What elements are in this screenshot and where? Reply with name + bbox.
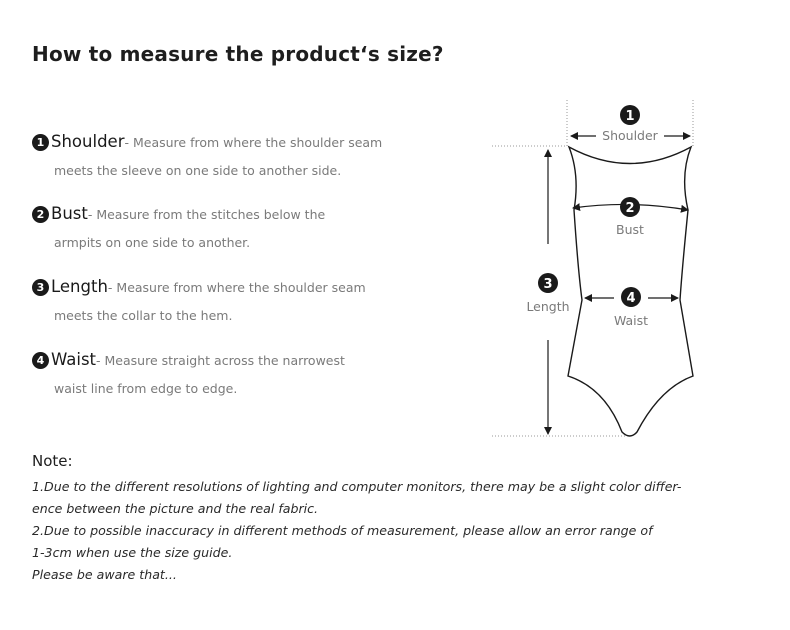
measurement-name: Length [51, 277, 108, 296]
shoulder-number-badge [620, 105, 640, 125]
measurement-description-cont: armpits on one side to another. [54, 235, 251, 250]
shoulder-number: 1 [625, 109, 634, 124]
waist-label: Waist [614, 313, 648, 328]
note-line: Please be aware that... [32, 567, 177, 582]
number-badge: 2 [32, 206, 49, 223]
shoulder-label: Shoulder [602, 128, 659, 143]
measurement-name: Waist [51, 350, 97, 369]
note-line: 2.Due to possible inaccuracy in differen… [32, 523, 653, 538]
note-body: 1.Due to the different resolutions of li… [32, 476, 760, 586]
page-title: How to measure the product‘s size? [32, 42, 444, 66]
measurement-description-cont: meets the sleeve on one side to another … [54, 163, 342, 178]
waist-number: 4 [626, 291, 635, 306]
length-number: 3 [543, 277, 552, 292]
bust-label: Bust [616, 222, 644, 237]
bodysuit-diagram: 1 Shoulder 2 Bust 3 Length 4 Waist [492, 100, 694, 437]
number-badge: 1 [32, 134, 49, 151]
measurement-name: Bust [51, 204, 88, 223]
bust-number: 2 [625, 201, 634, 216]
measurement-description: - Measure from where the shoulder seam [107, 280, 366, 295]
bust-number-badge [620, 197, 640, 217]
note-title: Note: [32, 452, 73, 470]
note-line: ence between the picture and the real fa… [32, 501, 319, 516]
note-line: 1-3cm when use the size guide. [32, 545, 233, 560]
measurement-description: - Measure from the stitches below the [87, 207, 326, 222]
measurement-description-cont: waist line from edge to edge. [54, 381, 238, 396]
number-badge: 3 [32, 279, 49, 296]
bodysuit-outline [567, 145, 694, 437]
length-label: Length [526, 299, 569, 314]
number-badge: 4 [32, 352, 49, 369]
measurement-name: Shoulder [51, 132, 125, 151]
guide-lines [492, 100, 694, 437]
length-number-badge [538, 273, 558, 293]
measurement-description-cont: meets the collar to the hem. [54, 308, 233, 323]
waist-number-badge [621, 287, 641, 307]
note-line: 1.Due to the different resolutions of li… [32, 479, 682, 494]
measurement-description: - Measure from where the shoulder seam [124, 135, 383, 150]
measurement-description: - Measure straight across the narrowest [96, 353, 345, 368]
